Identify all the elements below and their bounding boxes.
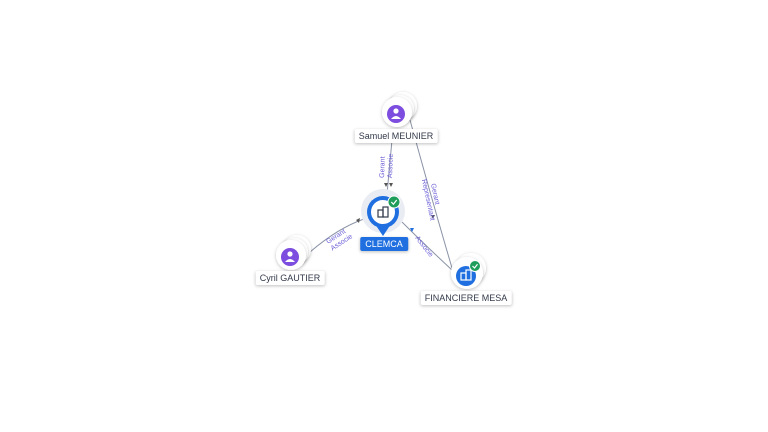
edge-label-line1: Associe <box>413 235 434 259</box>
check-icon <box>387 195 401 209</box>
node-company-financiere[interactable] <box>451 253 486 289</box>
edge-label-line1: Gerant <box>429 183 440 205</box>
edge-gautier-clemca[interactable]: Gerant Associe <box>309 218 365 252</box>
node-label-gautier[interactable]: Cyril GAUTIER <box>255 271 325 285</box>
node-label-meunier[interactable]: Samuel MEUNIER <box>354 129 438 143</box>
edge-label-line2: Associe <box>387 154 395 179</box>
node-label-clemca[interactable]: CLEMCA <box>360 237 408 251</box>
node-label-financiere[interactable]: FINANCIERE MESA <box>420 291 512 305</box>
building-icon <box>377 206 389 218</box>
svg-text:Associe: Associe <box>413 235 434 259</box>
person-icon <box>281 248 299 266</box>
svg-text:Gerant Associe: Gerant Associe <box>325 226 354 252</box>
edge-financiere-clemca[interactable]: Associe <box>401 221 453 271</box>
svg-text:Gerant Representant: Gerant Representant <box>420 177 443 221</box>
node-person-meunier[interactable] <box>382 92 417 127</box>
edge-label-line1: Gerant <box>379 156 387 178</box>
node-company-clemca[interactable] <box>361 189 405 236</box>
check-icon <box>469 260 481 272</box>
node-person-gautier[interactable] <box>276 235 311 270</box>
svg-text:Gerant Associe: Gerant Associe <box>379 153 395 178</box>
edge-meunier-clemca[interactable]: Gerant Associe <box>379 139 395 195</box>
building-icon <box>456 266 476 286</box>
person-icon <box>387 105 405 123</box>
